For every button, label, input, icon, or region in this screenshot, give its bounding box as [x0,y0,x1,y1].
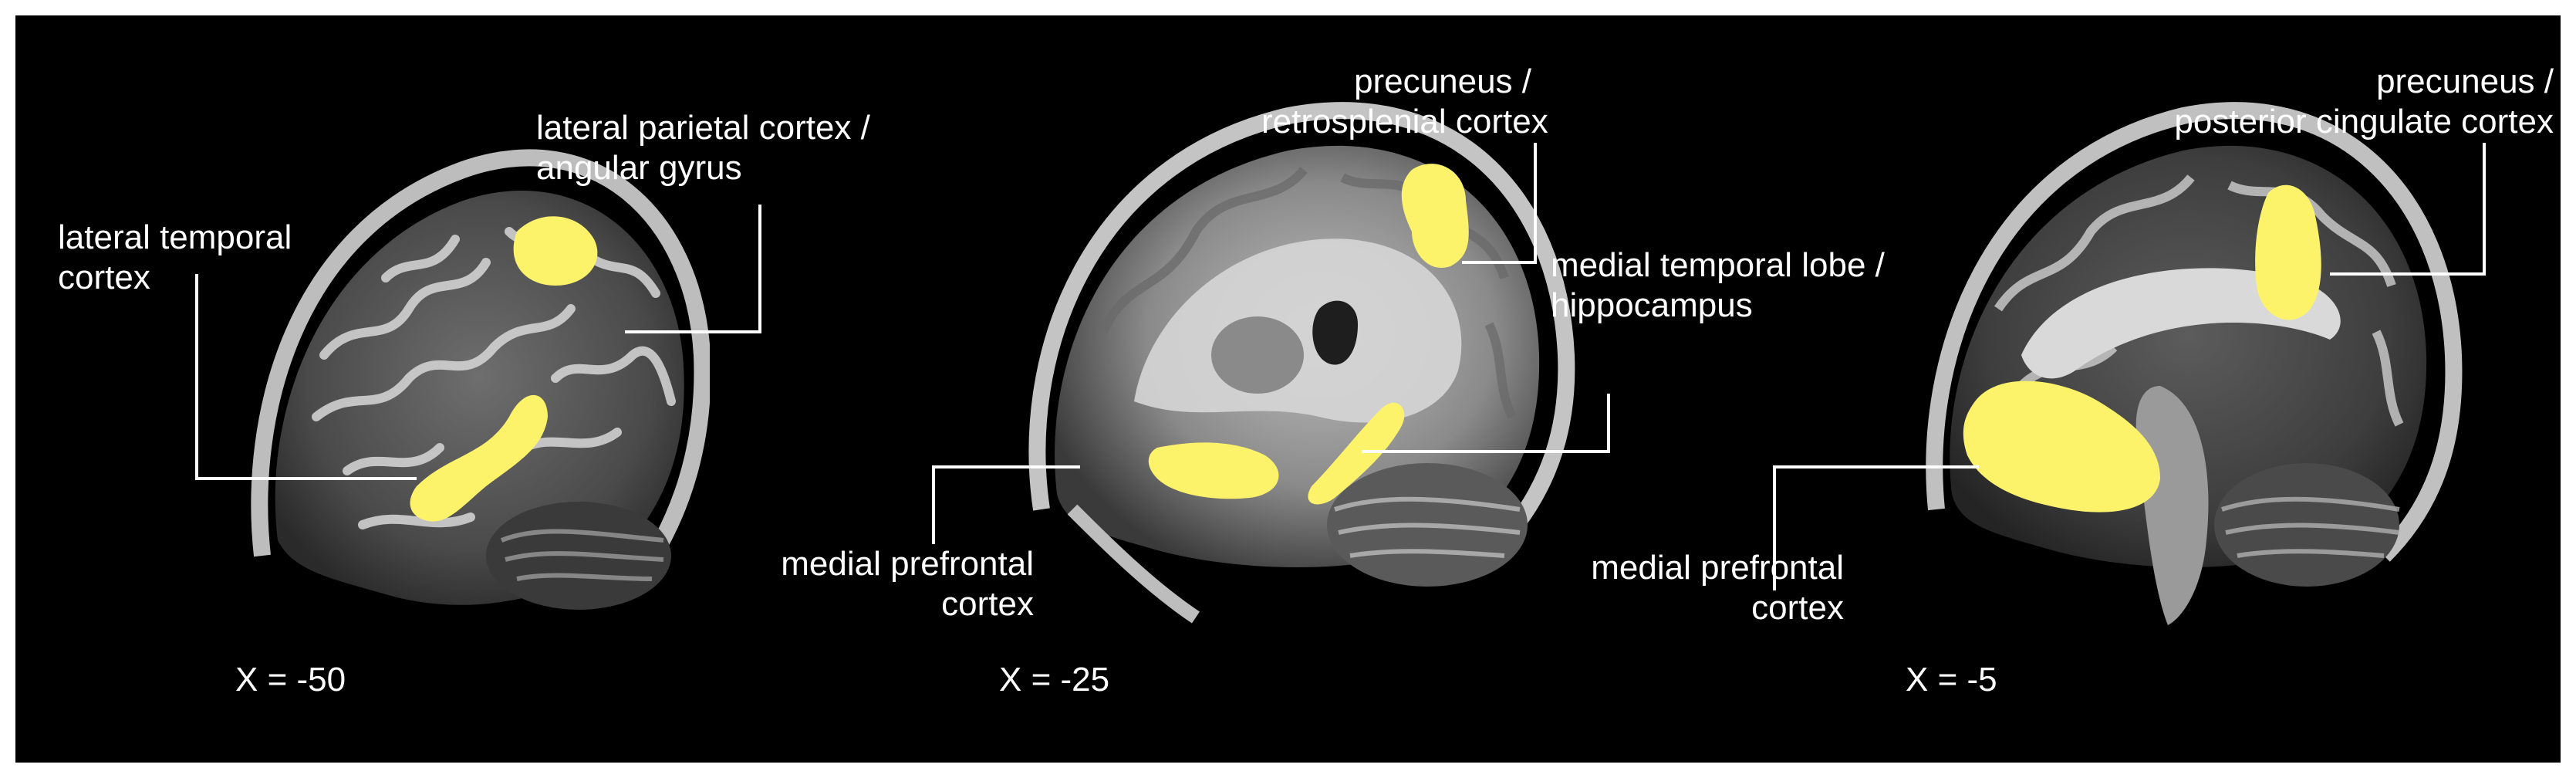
brain-slice-medial [1926,102,2463,625]
label-line: hippocampus [1551,286,1753,324]
label-line: posterior cingulate cortex [2174,103,2554,140]
label-medial-prefrontal-cortex: medial prefrontal cortex [725,544,1034,624]
brain-slice-intermediate [1028,102,1575,624]
label-line: lateral temporal [58,218,292,256]
label-line: medial prefrontal [1591,549,1844,587]
label-line: lateral parietal cortex / [536,109,870,147]
label-line: cortex [1751,589,1844,627]
coordinate-label: X = -5 [1906,661,1997,699]
label-line: cortex [941,585,1034,623]
label-line: precuneus / [1354,63,1531,100]
label-line: cortex [58,259,150,296]
coordinate-label: X = -50 [235,661,346,699]
label-precuneus-retrosplenial: precuneus / retrosplenial cortex [1261,62,1548,142]
coordinate-label: X = -25 [999,661,1110,699]
label-lateral-temporal-cortex: lateral temporal cortex [58,218,292,298]
label-line: retrosplenial cortex [1261,103,1548,140]
label-line: angular gyrus [536,149,742,187]
label-lateral-parietal-cortex: lateral parietal cortex / angular gyrus [536,108,870,188]
label-line: medial prefrontal [781,545,1034,583]
label-medial-temporal-lobe: medial temporal lobe / hippocampus [1551,245,1885,326]
label-line: precuneus / [2376,63,2554,100]
label-line: medial temporal lobe / [1551,246,1885,284]
brain-slice-lateral [251,149,710,610]
label-precuneus-posterior-cingulate: precuneus / posterior cingulate cortex [2075,62,2554,142]
label-medial-prefrontal-cortex: medial prefrontal cortex [1566,548,1844,628]
